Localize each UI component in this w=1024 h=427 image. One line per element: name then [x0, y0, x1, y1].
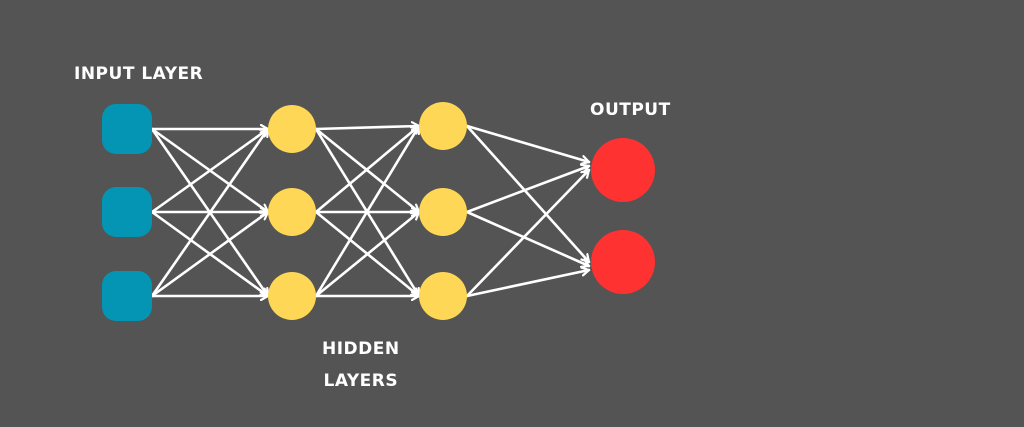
neurons [102, 102, 655, 321]
output-layer-label: OUTPUT [590, 100, 671, 120]
connection-arrow-hidden-1-3-to-hidden-2-2 [314, 210, 421, 298]
input-node-1 [102, 104, 152, 154]
hidden-1-node-3 [268, 272, 316, 320]
input-node-2 [102, 187, 152, 237]
hidden-label-line1: HIDDEN [322, 339, 400, 359]
connection-arrow-hidden-2-2-to-output-1 [465, 166, 591, 214]
output-node-1 [591, 138, 655, 202]
connection-arrow-input-3-to-hidden-1-2 [150, 210, 270, 298]
connection-arrow-hidden-2-2-to-output-2 [465, 210, 591, 266]
connection-arrow-hidden-2-1-to-output-2 [465, 124, 591, 264]
hidden-layers-label: HIDDEN LAYERS [322, 333, 400, 397]
connection-arrow-hidden-2-1-to-output-1 [465, 124, 591, 162]
hidden-1-node-2 [268, 188, 316, 236]
input-layer-label: INPUT LAYER [74, 64, 204, 84]
connection-arrow-hidden-1-2-to-hidden-2-1 [314, 124, 421, 214]
hidden-label-line2: LAYERS [323, 371, 399, 391]
connection-arrow-hidden-2-3-to-output-2 [465, 270, 591, 298]
connection-arrow-hidden-1-3-to-hidden-2-1 [314, 124, 421, 298]
connection-arrow-input-2-to-hidden-1-1 [150, 127, 270, 214]
output-node-2 [591, 230, 655, 294]
hidden-2-node-1 [419, 102, 467, 150]
connections [150, 124, 591, 298]
hidden-2-node-2 [419, 188, 467, 236]
hidden-1-node-1 [268, 105, 316, 153]
connection-arrow-hidden-2-3-to-output-1 [465, 168, 591, 298]
hidden-2-node-3 [419, 272, 467, 320]
connection-arrow-hidden-1-1-to-hidden-2-1 [314, 126, 421, 129]
connection-arrow-input-3-to-hidden-1-1 [150, 127, 270, 298]
input-node-3 [102, 271, 152, 321]
